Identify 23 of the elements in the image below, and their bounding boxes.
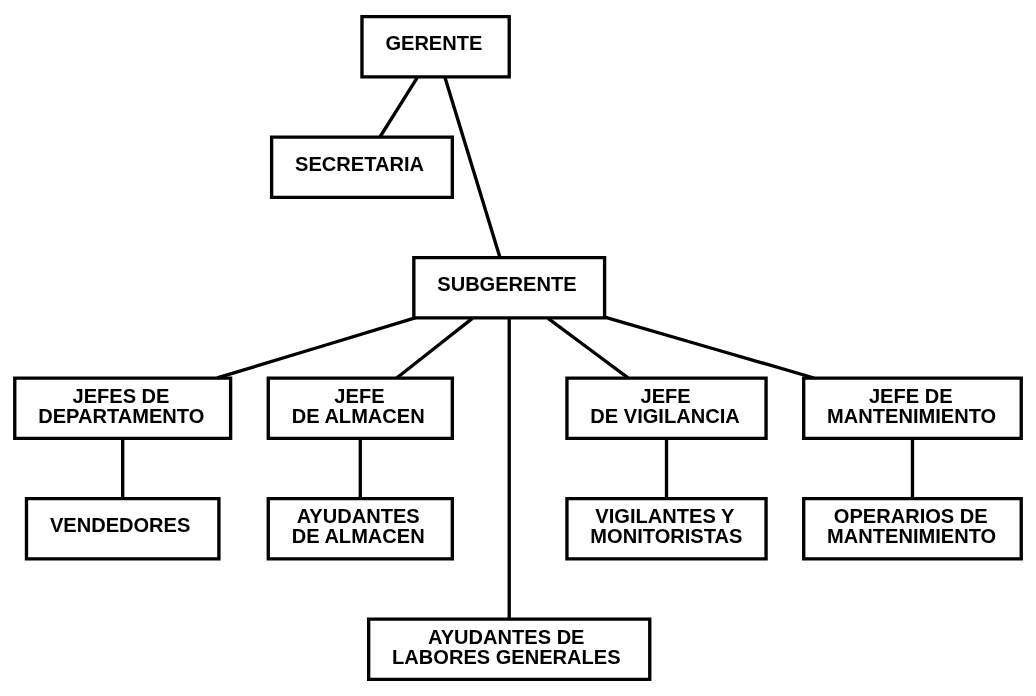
connector [395, 317, 474, 380]
node-box: JEFE DE MANTENIMIENTO [802, 376, 1023, 441]
connector [547, 317, 630, 380]
node-box: VENDEDORES [24, 496, 221, 561]
connector [358, 438, 362, 499]
node-box: VIGILANTES Y MONITORISTAS [565, 496, 768, 561]
connector [507, 317, 511, 619]
connector [216, 316, 416, 380]
connector [121, 438, 125, 499]
connector [604, 315, 815, 380]
connector [664, 438, 669, 499]
node-box: AYUDANTES DE LABORES GENERALES [367, 617, 652, 681]
node-box: JEFES DE DEPARTAMENTO [13, 376, 233, 441]
node-box: JEFE DE ALMACEN [266, 376, 454, 441]
node-box: GERENTE [360, 15, 511, 79]
node-box: SUBGERENTE [412, 255, 607, 320]
node-box: JEFE DE VIGILANCIA [565, 376, 768, 441]
connector [443, 76, 502, 258]
connector [378, 76, 419, 138]
node-box: SECRETARIA [269, 135, 454, 200]
connector [910, 438, 915, 499]
node-box: AYUDANTES DE ALMACEN [266, 496, 454, 561]
node-box: OPERARIOS DE MANTENIMIENTO [802, 496, 1023, 561]
